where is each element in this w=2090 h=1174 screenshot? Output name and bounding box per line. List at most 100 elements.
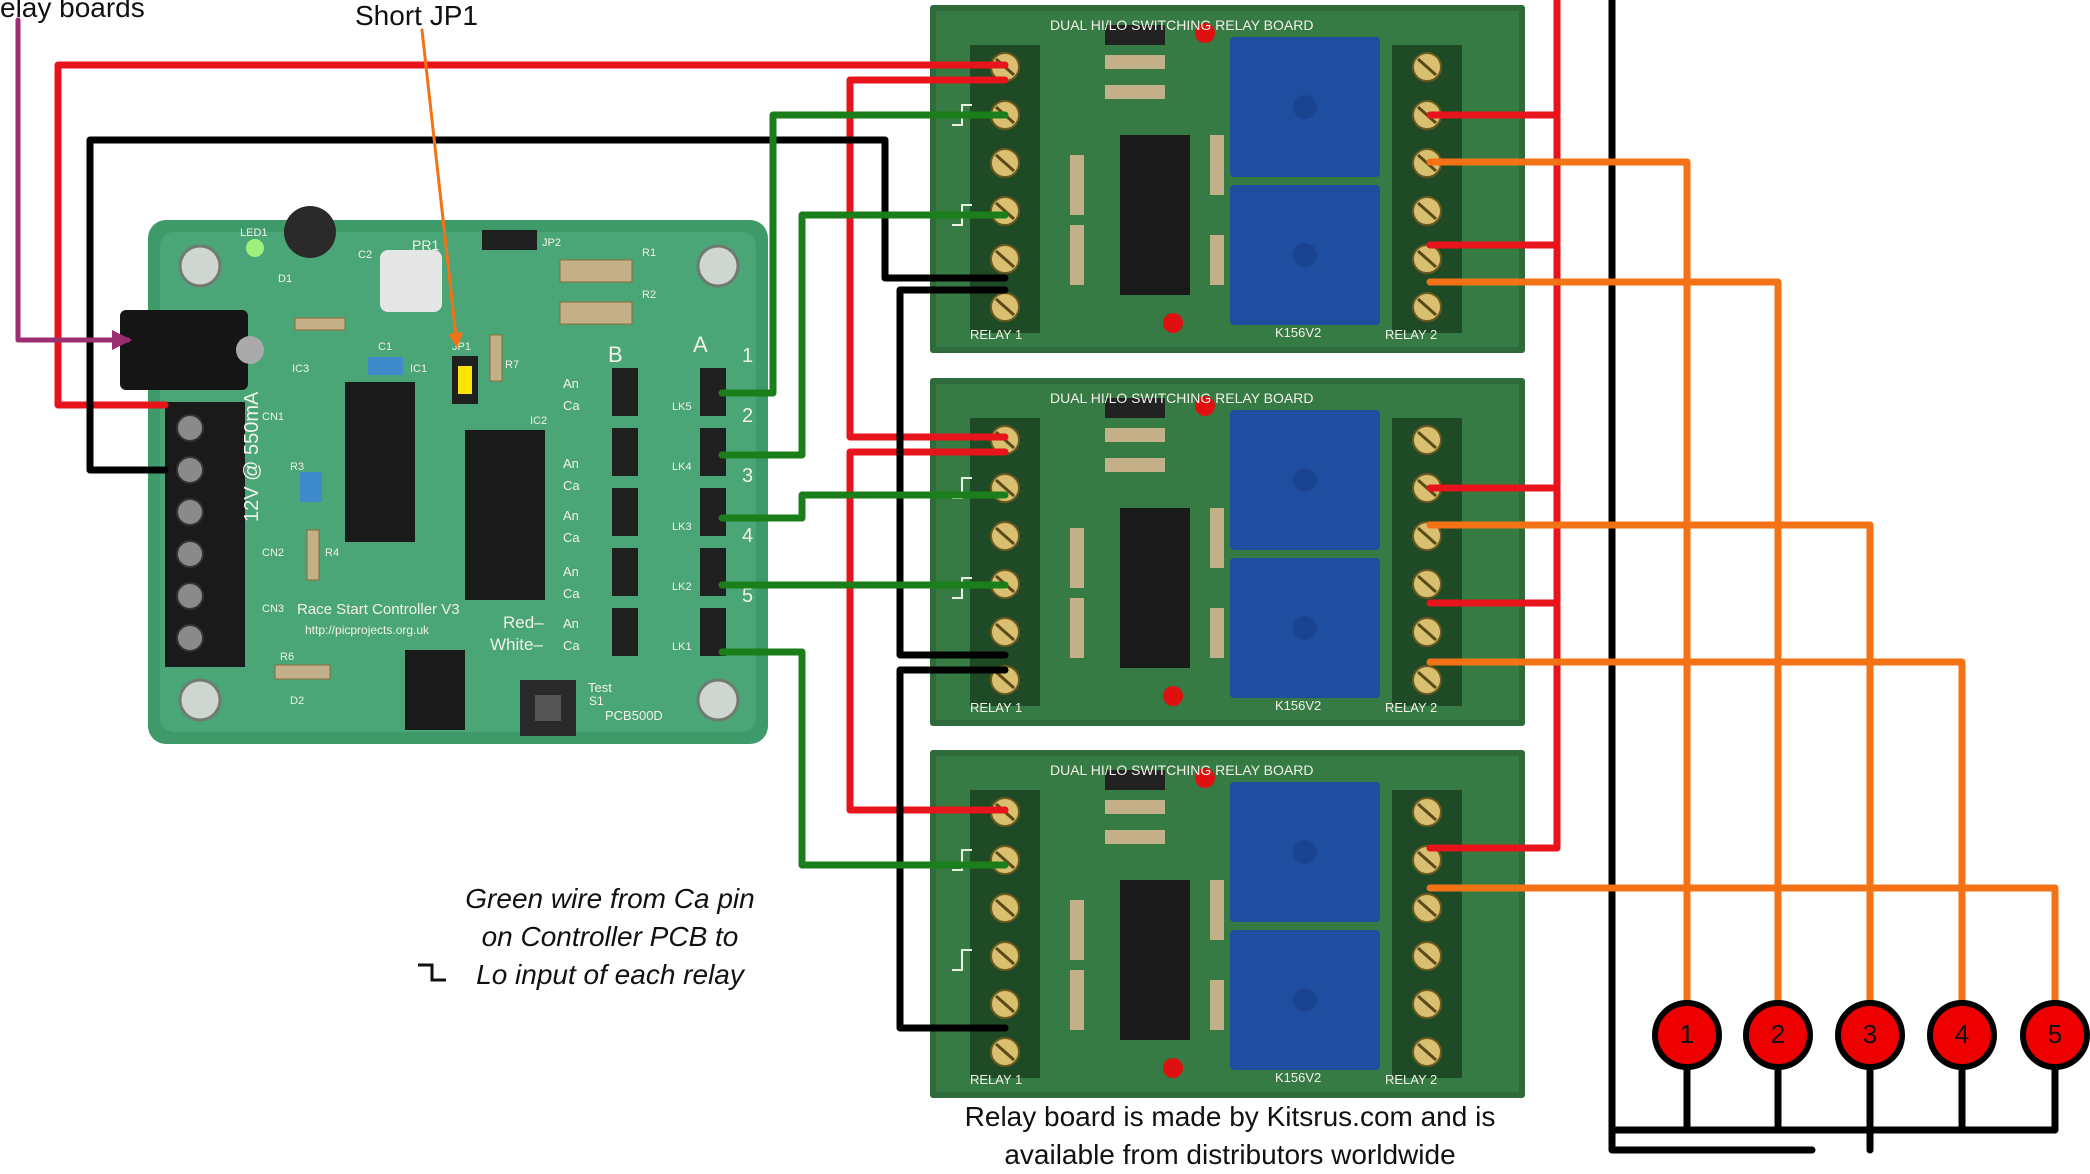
green-wire-ch1 bbox=[718, 111, 1009, 397]
ref-label: C1 bbox=[378, 341, 392, 353]
relay-board-title: DUAL HI/LO SWITCHING RELAY BOARD bbox=[1050, 762, 1313, 778]
lamp-number: 2 bbox=[1771, 1019, 1785, 1049]
channel-number: 4 bbox=[742, 525, 753, 547]
pin-ca-label: Ca bbox=[563, 478, 580, 493]
lamp-number: 1 bbox=[1680, 1019, 1694, 1049]
ref-label: IC1 bbox=[410, 363, 427, 375]
green-note-line: Green wire from Ca pin bbox=[465, 883, 755, 914]
ref-label: C2 bbox=[358, 249, 372, 261]
channel-number: 5 bbox=[742, 585, 753, 607]
lamp-number: 3 bbox=[1863, 1019, 1877, 1049]
ref-label: PR1 bbox=[412, 237, 439, 253]
footer-line: available from distributors worldwide bbox=[1004, 1139, 1456, 1170]
ref-label: D2 bbox=[290, 695, 304, 707]
green-note-line: on Controller PCB to bbox=[481, 921, 739, 952]
controller-pcb: Race Start Controller V3 http://picproje… bbox=[120, 206, 768, 744]
channel-number: 3 bbox=[742, 465, 753, 487]
pin-an-label: An bbox=[563, 564, 579, 579]
black-wire-lamp-bus bbox=[1608, 0, 1816, 1154]
link-ref: LK2 bbox=[672, 581, 692, 593]
ref-label: JP1 bbox=[452, 341, 471, 353]
black-wire-lamp-return bbox=[1608, 1056, 2059, 1154]
relay-board-title: DUAL HI/LO SWITCHING RELAY BOARD bbox=[1050, 17, 1313, 33]
orange-wire-lamp-4 bbox=[1426, 658, 1966, 1014]
controller-rating: 12V @ 550mA bbox=[241, 391, 263, 522]
relay1-label: RELAY 1 bbox=[970, 327, 1022, 342]
orange-wire-lamp-3 bbox=[1426, 521, 1874, 1014]
orange-wire-lamp-2 bbox=[1426, 278, 1782, 1014]
lo-pulse-symbol bbox=[418, 963, 446, 982]
green-wire-ch2 bbox=[718, 211, 1009, 459]
relay-board-1: DUAL HI/LO SWITCHING RELAY BOARD K156V2 … bbox=[928, 3, 1527, 355]
lamp-4: 4 bbox=[1927, 1000, 1997, 1070]
footer-note: Relay board is made by Kitsrus.com and i… bbox=[910, 1098, 1550, 1174]
black-wire-ground-link-1 bbox=[896, 286, 1009, 659]
link-ref: LK1 bbox=[672, 641, 692, 653]
ref-label: R2 bbox=[642, 289, 656, 301]
pin-an-label: An bbox=[563, 508, 579, 523]
relay-board-model: K156V2 bbox=[1275, 1070, 1321, 1085]
power-arrow bbox=[15, 17, 132, 350]
ref-label: D1 bbox=[278, 273, 292, 285]
lamp-number: 5 bbox=[2048, 1019, 2062, 1049]
green-wire-ch3 bbox=[718, 491, 1009, 522]
test-label: Test bbox=[588, 680, 612, 695]
relay2-label: RELAY 2 bbox=[1385, 327, 1437, 342]
lamp-3: 3 bbox=[1835, 1000, 1905, 1070]
link-ref: LK5 bbox=[672, 401, 692, 413]
red-wire-link-1 bbox=[846, 76, 1009, 441]
lamp-5: 5 bbox=[2020, 1000, 2090, 1070]
channel-number: 2 bbox=[742, 405, 753, 427]
ref-label: R4 bbox=[325, 547, 339, 559]
link-ref: LK3 bbox=[672, 521, 692, 533]
lamp-row: 1 2 3 4 5 bbox=[1652, 1000, 2090, 1070]
green-wire-ch5 bbox=[718, 648, 1009, 869]
relay1-label: RELAY 1 bbox=[970, 700, 1022, 715]
red-wire-link-2 bbox=[846, 448, 1009, 814]
legend-white: White– bbox=[490, 635, 543, 654]
relay1-label: RELAY 1 bbox=[970, 1072, 1022, 1087]
pin-an-label: An bbox=[563, 616, 579, 631]
ref-label: JP2 bbox=[542, 237, 561, 249]
ref-label: CN1 bbox=[262, 411, 284, 423]
pin-ca-label: Ca bbox=[563, 638, 580, 653]
relay-boards-label: elay boards bbox=[0, 0, 145, 23]
pin-ca-label: Ca bbox=[563, 586, 580, 601]
ref-label: LED1 bbox=[240, 227, 268, 239]
green-note-line: Lo input of each relay bbox=[476, 959, 744, 990]
jp1-arrow bbox=[420, 28, 464, 348]
black-wire-ground-link-2 bbox=[896, 666, 1009, 1032]
ref-label: IC2 bbox=[530, 415, 547, 427]
pin-an-label: An bbox=[563, 456, 579, 471]
lamp-2: 2 bbox=[1743, 1000, 1813, 1070]
relay-board-3: DUAL HI/LO SWITCHING RELAY BOARD K156V2 … bbox=[928, 748, 1527, 1100]
ref-label: R1 bbox=[642, 247, 656, 259]
controller-title: Race Start Controller V3 bbox=[297, 601, 460, 618]
pin-ca-label: Ca bbox=[563, 398, 580, 413]
lamp-number: 4 bbox=[1955, 1019, 1969, 1049]
green-wire-note: Green wire from Ca pin on Controller PCB… bbox=[420, 880, 800, 994]
relay-board-model: K156V2 bbox=[1275, 325, 1321, 340]
footer-line: Relay board is made by Kitsrus.com and i… bbox=[964, 1101, 1496, 1132]
ref-label: R6 bbox=[280, 651, 294, 663]
link-ref: LK4 bbox=[672, 461, 692, 473]
orange-wire-lamp-1 bbox=[1426, 158, 1691, 1014]
ref-label: IC3 bbox=[292, 363, 309, 375]
ref-label: CN3 bbox=[262, 603, 284, 615]
ref-label: R3 bbox=[290, 461, 304, 473]
black-wire-ground bbox=[86, 136, 1009, 474]
red-wire-common bbox=[1426, 599, 1561, 852]
relay-board-model: K156V2 bbox=[1275, 698, 1321, 713]
pin-ca-label: Ca bbox=[563, 530, 580, 545]
switch-ref: S1 bbox=[589, 694, 604, 708]
relay-board-title: DUAL HI/LO SWITCHING RELAY BOARD bbox=[1050, 390, 1313, 406]
ref-label: R7 bbox=[505, 359, 519, 371]
legend-red: Red– bbox=[503, 613, 544, 632]
relay-board-2: DUAL HI/LO SWITCHING RELAY BOARD K156V2 … bbox=[928, 376, 1527, 728]
controller-url: http://picprojects.org.uk bbox=[305, 623, 430, 637]
orange-wire-lamp-5 bbox=[1426, 884, 2059, 1014]
pin-an-label: An bbox=[563, 376, 579, 391]
column-a-label: A bbox=[693, 332, 708, 357]
red-wire-supply bbox=[54, 61, 1009, 409]
lamp-1: 1 bbox=[1652, 1000, 1722, 1070]
